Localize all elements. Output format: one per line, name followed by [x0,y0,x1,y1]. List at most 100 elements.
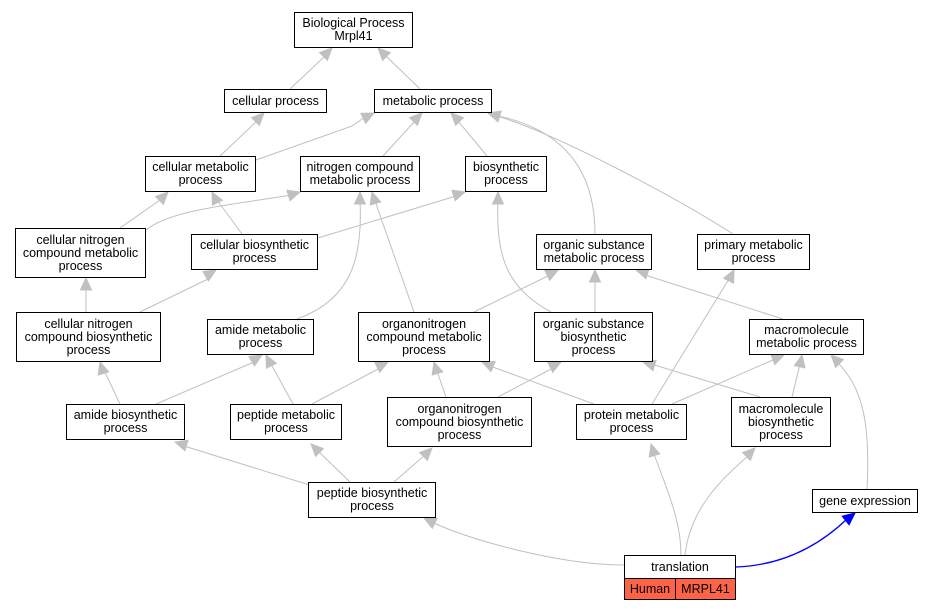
arrowhead-translation-to-macromolecule-biosynthetic [741,447,756,462]
edge-macromolecule-biosynthetic-to-organic-biosynthetic [650,363,761,398]
edge-macromolecule-metabolic-to-organic-substance [644,274,784,320]
arrowhead-organonitrogen-biosynthetic-to-organic-biosynthetic [547,361,563,374]
node-amide-biosynthetic-process[interactable]: amide biosynthetic process [66,404,185,440]
edge-cellular-metabolic-to-metabolic [255,116,366,161]
node-protein-metabolic-process[interactable]: protein metabolic process [576,404,687,440]
arrowhead-peptide-metabolic-to-amide-metabolic [265,353,278,369]
species-cell[interactable]: Human [624,578,676,600]
edge-nitrogen-compound-to-metabolic [382,120,416,157]
edge-organonitrogen-biosynthetic-to-organonitrogen-metabolic [436,370,447,398]
edge-amide-metabolic-to-nitrogen-compound [296,200,361,320]
edge-peptide-metabolic-to-amide-metabolic [270,363,294,405]
arrowhead-organonitrogen-metabolic-to-organic-substance [544,269,560,282]
edge-primary-metabolic-to-metabolic [496,115,734,235]
gene-symbol-cell[interactable]: MRPL41 [676,578,736,600]
edge-cellular-biosynthetic-to-biosynthetic [317,195,457,239]
edge-peptide-metabolic-to-organonitrogen-metabolic [311,367,381,405]
edge-translation-to-protein-metabolic [653,453,682,556]
arrowhead-organonitrogen-metabolic-to-nitrogen-compound [369,190,382,206]
edge-amide-biosynthetic-to-cellular-nitrogen-biosynthetic [103,369,121,405]
arrowhead-macromolecule-biosynthetic-to-macromolecule-metabolic [793,353,806,369]
node-gene-expression[interactable]: gene expression [812,489,918,513]
node-organic-substance-metabolic-process[interactable]: organic substance metabolic process [536,234,652,270]
node-amide-metabolic-process[interactable]: amide metabolic process [207,319,314,355]
node-macromolecule-metabolic-process[interactable]: macromolecule metabolic process [749,319,864,355]
edge-cellular-metabolic-to-cellular-process [219,120,258,157]
edge-cellular-nitrogen-metabolic-to-cellular-metabolic [119,199,161,229]
node-biosynthetic-process[interactable]: biosynthetic process [465,156,547,192]
edge-peptide-biosynthetic-to-organonitrogen-biosynthetic [393,454,426,483]
arrowhead-organonitrogen-biosynthetic-to-organonitrogen-metabolic [431,360,444,376]
arrowhead-biosynthetic-to-metabolic [450,112,465,127]
arrowhead-peptide-biosynthetic-to-organonitrogen-biosynthetic [418,447,433,462]
arrowhead-gene-expression-to-macromolecule-metabolic [830,354,845,369]
edge-peptide-biosynthetic-to-peptide-metabolic [317,450,351,483]
edge-peptide-biosynthetic-to-amide-biosynthetic [183,445,317,488]
arrowhead-peptide-biosynthetic-to-peptide-metabolic [310,443,325,458]
arrowhead-cellular-biosynthetic-to-biosynthetic [451,189,467,202]
node-cellular-nitrogen-compound-metabolic-process[interactable]: cellular nitrogen compound metabolic pro… [15,228,146,278]
arrowhead-cellular-process-to-root [318,47,333,62]
edge-macromolecule-biosynthetic-to-macromolecule-metabolic [791,363,801,398]
arrowhead-translation-to-peptide-biosynthetic [422,517,438,530]
arrowhead-peptide-biosynthetic-to-amide-biosynthetic [173,439,189,452]
arrowhead-organic-biosynthetic-to-biosynthetic [491,190,505,205]
edge-cellular-biosynthetic-to-cellular-metabolic [216,199,243,235]
arrowhead-cellular-nitrogen-biosynthetic-to-cellular-biosynthetic [202,269,218,282]
edge-translation-to-peptide-biosynthetic [433,522,625,566]
arrowhead-translation-to-protein-metabolic [648,442,661,458]
edge-metabolic-process-to-root [385,55,421,90]
edge-gene-expression-to-macromolecule-metabolic [837,362,869,490]
arrowhead-cellular-nitrogen-metabolic-to-nitrogen-compound [286,189,302,202]
node-cellular-metabolic-process[interactable]: cellular metabolic process [145,156,256,192]
arrowhead-amide-biosynthetic-to-amide-metabolic [248,354,264,367]
node-organonitrogen-compound-biosynthetic-process[interactable]: organonitrogen compound biosynthetic pro… [387,397,532,447]
arrowhead-translation-to-gene-expression [841,512,856,526]
translation-annotation-row: Human MRPL41 [624,578,736,600]
edge-protein-metabolic-to-primary-metabolic [651,278,730,405]
arrowhead-cellular-metabolic-to-cellular-process [250,112,265,127]
arrowhead-cellular-metabolic-to-metabolic [360,112,376,125]
edge-translation-to-macromolecule-biosynthetic [684,455,749,556]
edge-protein-metabolic-to-organonitrogen-metabolic [489,365,595,405]
edge-cellular-process-to-root [289,55,326,90]
arrowhead-primary-metabolic-to-metabolic [486,110,502,123]
node-peptide-metabolic-process[interactable]: peptide metabolic process [230,404,342,440]
arrowhead-metabolic-process-to-root [377,47,392,62]
edge-organonitrogen-metabolic-to-nitrogen-compound [374,200,415,313]
node-cellular-biosynthetic-process[interactable]: cellular biosynthetic process [191,234,318,270]
arrowhead-amide-metabolic-to-nitrogen-compound [353,190,367,205]
arrowhead-cellular-nitrogen-biosynthetic-to-cellular-nitrogen-metabolic [79,276,93,291]
arrowhead-nitrogen-compound-to-metabolic [408,112,423,127]
edge-amide-biosynthetic-to-amide-metabolic [155,361,255,405]
arrowhead-protein-metabolic-to-organonitrogen-metabolic [480,360,496,373]
edge-organonitrogen-biosynthetic-to-organic-biosynthetic [497,367,554,398]
edge-translation-to-gene-expression [735,518,848,568]
arrowhead-protein-metabolic-to-macromolecule-metabolic [770,353,786,366]
node-translation[interactable]: translation [624,555,736,579]
edge-organic-biosynthetic-to-biosynthetic [497,200,552,313]
node-biological-process-root[interactable]: Biological Process Mrpl41 [294,12,413,48]
edge-organonitrogen-metabolic-to-organic-substance [473,274,551,313]
node-cellular-process[interactable]: cellular process [224,89,327,113]
node-organonitrogen-compound-metabolic-process[interactable]: organonitrogen compound metabolic proces… [358,312,490,362]
arrowhead-amide-biosynthetic-to-cellular-nitrogen-biosynthetic [97,360,110,376]
edge-organic-substance-to-metabolic [497,115,596,235]
arrowhead-protein-metabolic-to-primary-metabolic [722,268,735,284]
arrowhead-cellular-biosynthetic-to-cellular-metabolic [211,190,224,206]
edge-cellular-nitrogen-biosynthetic-to-cellular-biosynthetic [139,278,209,313]
node-primary-metabolic-process[interactable]: primary metabolic process [697,234,810,270]
arrowhead-peptide-metabolic-to-organonitrogen-metabolic [374,361,390,374]
node-peptide-biosynthetic-process[interactable]: peptide biosynthetic process [308,482,436,518]
arrowhead-organic-biosynthetic-to-organic-substance [588,268,602,283]
node-metabolic-process[interactable]: metabolic process [374,89,492,113]
arrowhead-cellular-nitrogen-metabolic-to-cellular-metabolic [154,191,169,206]
edge-cellular-nitrogen-metabolic-to-nitrogen-compound [145,194,293,231]
node-organic-substance-biosynthetic-process[interactable]: organic substance biosynthetic process [534,312,653,362]
edge-biosynthetic-to-metabolic [457,120,488,157]
node-nitrogen-compound-metabolic-process[interactable]: nitrogen compound metabolic process [300,156,420,192]
edge-protein-metabolic-to-macromolecule-metabolic [671,358,776,405]
node-cellular-nitrogen-compound-biosynthetic-process[interactable]: cellular nitrogen compound biosynthetic … [16,312,161,362]
node-macromolecule-biosynthetic-process[interactable]: macromolecule biosynthetic process [731,397,831,447]
